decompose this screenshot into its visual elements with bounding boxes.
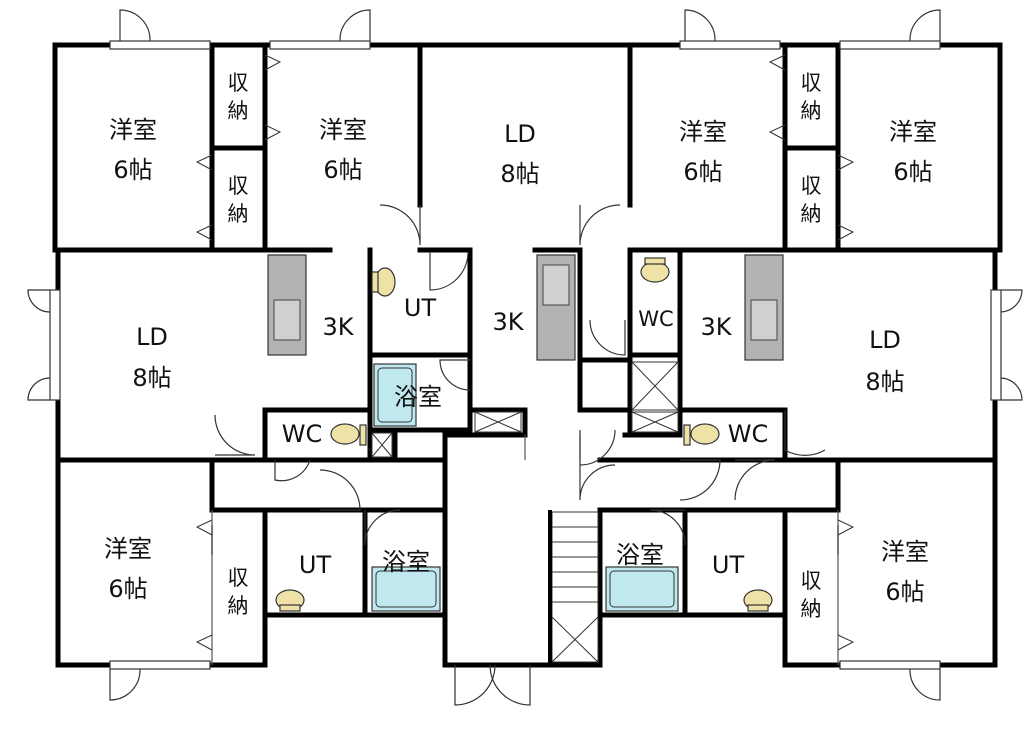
room-label-ut: UT	[712, 551, 745, 579]
room-label-yoshitsu: 洋室	[104, 535, 152, 563]
room-label-yoshitsu: 洋室	[109, 116, 157, 144]
stairs-icon	[551, 511, 599, 663]
room-label-kitchen: 3K	[700, 313, 732, 341]
room-size-8: 8帖	[865, 368, 904, 396]
room-label-wc: WC	[282, 420, 323, 448]
closet-label-nou: 納	[801, 597, 822, 621]
bathtub-icon	[371, 363, 679, 612]
room-label-yoshitsu: 洋室	[319, 116, 367, 144]
closet-label-shuu: 収	[801, 569, 822, 593]
closet-label-shuu: 収	[228, 174, 249, 198]
room-labels: 洋室 6帖 収 納 収 納 洋室 6帖 LD 8帖 洋室 6帖 収 納 収 納 …	[104, 71, 937, 621]
room-size-6: 6帖	[108, 575, 147, 603]
thin-lines	[211, 435, 839, 665]
room-size-8: 8帖	[132, 364, 171, 392]
kitchen-counter-icon	[267, 254, 784, 361]
closet-label-shuu: 収	[801, 71, 822, 95]
closet-label-shuu: 収	[801, 174, 822, 198]
room-label-wc: WC	[728, 420, 769, 448]
room-label-kitchen: 3K	[322, 313, 354, 341]
room-size-6: 6帖	[113, 156, 152, 184]
room-size-6: 6帖	[323, 156, 362, 184]
room-size-6: 6帖	[893, 158, 932, 186]
room-label-bath: 浴室	[382, 548, 430, 576]
door-swing-icon	[27, 9, 1023, 706]
closet-label-shuu: 収	[228, 566, 249, 590]
closet-doors	[195, 54, 855, 651]
room-label-ut: UT	[299, 551, 332, 579]
room-label-ld: LD	[136, 323, 168, 351]
closet-label-shuu: 収	[228, 71, 249, 95]
storage-box-icon	[371, 361, 679, 458]
closet-label-nou: 納	[228, 202, 249, 226]
room-size-6: 6帖	[885, 578, 924, 606]
room-label-ut: UT	[404, 294, 437, 322]
window-icon	[49, 40, 1002, 670]
room-size-8: 8帖	[500, 160, 539, 188]
room-label-wc: WC	[638, 307, 673, 331]
closet-label-nou: 納	[801, 99, 822, 123]
room-label-bath: 浴室	[616, 541, 664, 569]
toilet-icon	[275, 257, 773, 612]
closet-label-nou: 納	[228, 594, 249, 618]
room-label-ld: LD	[504, 120, 536, 148]
closet-label-nou: 納	[801, 202, 822, 226]
room-label-yoshitsu: 洋室	[679, 118, 727, 146]
room-label-bath: 浴室	[394, 383, 442, 411]
sink-icon	[273, 264, 778, 341]
room-label-kitchen: 3K	[492, 308, 524, 336]
room-label-ld: LD	[869, 326, 901, 354]
closet-label-nou: 納	[228, 99, 249, 123]
room-size-6: 6帖	[683, 158, 722, 186]
room-label-yoshitsu: 洋室	[889, 118, 937, 146]
bathtub-inner	[375, 367, 675, 608]
room-label-yoshitsu: 洋室	[881, 538, 929, 566]
